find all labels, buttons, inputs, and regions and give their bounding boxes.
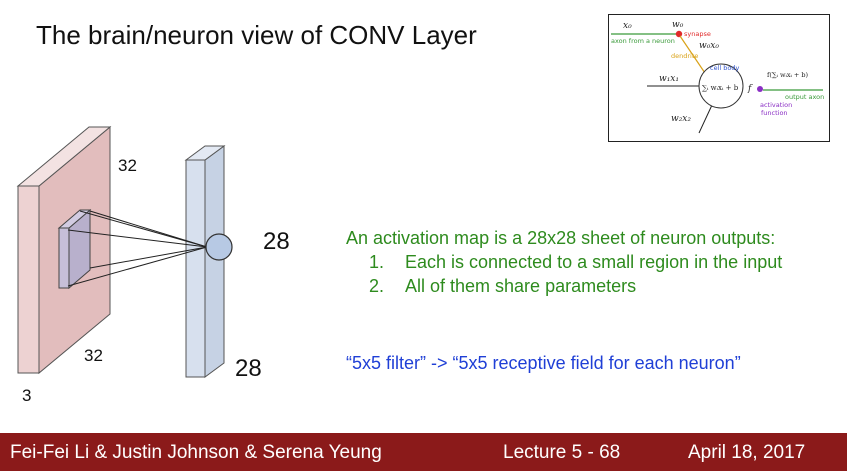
connection-line: [89, 246, 208, 269]
f-label: f: [747, 84, 753, 94]
input-width-label: 32: [84, 346, 103, 365]
connection-line: [67, 229, 208, 248]
footer-date: April 18, 2017: [688, 442, 806, 463]
receptive-field-note: “5x5 filter” -> “5x5 receptive field for…: [346, 353, 741, 373]
neuron-inset: x₀ w₀ synapse axon from a neuron w₀x₀ de…: [608, 14, 830, 142]
cell-body-label: cell body: [710, 64, 739, 72]
dendrite-label: dendrite: [671, 52, 698, 60]
input-volume-front: [17, 185, 40, 374]
synapse-dot: [675, 30, 683, 38]
w0-label: w₀: [672, 20, 684, 30]
slide-footer: Fei-Fei Li & Justin Johnson & Serena Yeu…: [0, 433, 847, 471]
synapse-label: synapse: [684, 30, 711, 38]
activation-map-description: An activation map is a 28x28 sheet of ne…: [346, 226, 841, 298]
footer-authors: Fei-Fei Li & Justin Johnson & Serena Yeu…: [10, 442, 382, 463]
axon-label: axon from a neuron: [611, 37, 675, 45]
sum-expression: ∑ᵢ wᵢxᵢ + b: [702, 84, 739, 92]
connection-lines: [67, 210, 208, 287]
map-width-label: 28: [235, 355, 262, 382]
neuron-inset-svg: x₀ w₀ synapse axon from a neuron w₀x₀ de…: [611, 20, 824, 134]
input-height-label: 32: [118, 156, 137, 175]
activation-map-side: [204, 145, 225, 378]
output-axon-label: output axon: [785, 93, 824, 101]
description-intro: An activation map is a 28x28 sheet of ne…: [346, 228, 776, 248]
connection-line: [89, 210, 208, 248]
description-list: Each is connected to a small region in t…: [346, 250, 841, 298]
x0-label: x₀: [623, 21, 632, 31]
w1x1-label: w₁x₁: [659, 74, 679, 84]
receptive-field: [57, 208, 92, 290]
input-volume-top: [16, 126, 112, 187]
connection-line: [67, 246, 208, 287]
activation-map-front: [185, 159, 206, 378]
input-depth-label: 3: [22, 386, 31, 405]
conv-diagram: 32 32 3 28 28: [16, 125, 290, 405]
function-label: function: [761, 109, 788, 117]
w0x0-label: w₀x₀: [699, 41, 719, 51]
description-item: All of them share parameters: [389, 274, 841, 298]
input2-line: [698, 104, 713, 134]
slide-title: The brain/neuron view of CONV Layer: [36, 20, 477, 50]
w2x2-label: w₂x₂: [671, 114, 691, 124]
receptive-field-front: [58, 227, 70, 289]
neuron-circle: [205, 233, 233, 261]
activation-dot: [757, 86, 763, 92]
description-item: Each is connected to a small region in t…: [389, 250, 841, 274]
activation-label: activation: [760, 101, 792, 109]
cell-body-circle: [698, 63, 744, 109]
f-expression: f(∑ᵢ wᵢxᵢ + b): [767, 71, 809, 79]
activation-map: [184, 145, 226, 378]
map-height-label: 28: [263, 228, 290, 255]
footer-lecture: Lecture 5 - 68: [503, 442, 621, 463]
